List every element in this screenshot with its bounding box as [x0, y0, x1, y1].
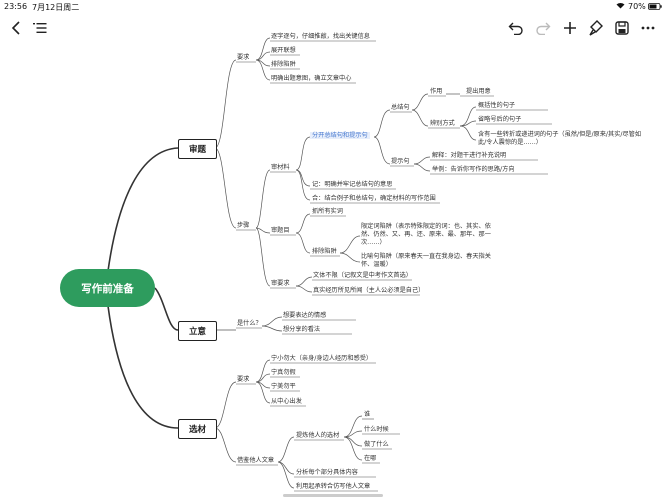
wenti-node[interactable]: 文体不限（记叙文是中考作文首选） — [313, 272, 412, 279]
zhenshi-node[interactable]: 真实经历所见所闻（主人公必须是自己） — [313, 287, 425, 294]
tilian-item[interactable]: 谁 — [364, 411, 371, 418]
bianbie-item[interactable]: 含有一些转折或递进词的句子（虽然/但是/原来/其实/尽管如此/令人震惊的是……） — [478, 131, 642, 146]
back-icon[interactable] — [6, 18, 26, 38]
shencailiao[interactable]: 审材料 — [271, 164, 290, 171]
add-icon[interactable] — [560, 18, 580, 38]
xuancai-req-item[interactable]: 宁真勿假 — [271, 369, 296, 376]
branch-xuancai[interactable]: 选材 — [178, 419, 217, 439]
undo-icon[interactable] — [506, 18, 526, 38]
tilian-item[interactable]: 在哪 — [364, 455, 377, 462]
shenti-yaoqiu[interactable]: 要求 — [237, 54, 250, 61]
more-icon[interactable] — [638, 18, 658, 38]
paichu[interactable]: 排除陷阱 — [312, 248, 337, 255]
tishi-item[interactable]: 举例：告诉你写作的思路/方向 — [432, 166, 515, 173]
shenti-req-item[interactable]: 排除陷阱 — [271, 61, 296, 68]
liyi-shishenme[interactable]: 是什么？ — [237, 320, 262, 327]
tilian-node[interactable]: 提炼他人的选材 — [296, 432, 340, 439]
shentimu[interactable]: 审题目 — [271, 227, 290, 234]
tilian-item[interactable]: 什么时候 — [364, 426, 389, 433]
bianbie-item[interactable]: 概括性的句子 — [478, 102, 516, 109]
highlight-label: 分开总结句和提示句 — [310, 132, 370, 139]
home-indicator[interactable] — [283, 494, 383, 497]
liyi-item[interactable]: 想要表达的情感 — [283, 312, 327, 319]
shenti-req-item[interactable]: 逐字逐句，仔细推敲，找出关键信息 — [271, 33, 370, 40]
xuancai-yaoqiu[interactable]: 要求 — [237, 376, 250, 383]
tishiju[interactable]: 提示句 — [391, 158, 410, 165]
bianbie[interactable]: 辨别方式 — [430, 120, 455, 127]
xuancai-req-item[interactable]: 从中心出发 — [271, 398, 302, 405]
liyong-node[interactable]: 利用起承转合仿写他人文章 — [296, 483, 371, 490]
he-node[interactable]: 合：结合例子和总结句，确定材料的写作范围 — [312, 195, 436, 202]
zhuayou[interactable]: 抓所有实词 — [312, 208, 343, 215]
tilian-item[interactable]: 做了什么 — [364, 441, 389, 448]
shenti-req-item[interactable]: 展开联想 — [271, 47, 296, 54]
branch-shenti[interactable]: 审题 — [178, 139, 217, 159]
shenti-req-item[interactable]: 明确出题意图，确立文章中心 — [271, 75, 352, 82]
status-battery: 70% — [628, 2, 646, 11]
zongjieju[interactable]: 总结句 — [391, 104, 410, 111]
fenxi-node[interactable]: 分析每个部分具体内容 — [296, 469, 358, 476]
status-time: 23:56 — [4, 2, 28, 11]
save-icon[interactable] — [612, 18, 632, 38]
xuancai-req-item[interactable]: 宁小勿大（亲身/身边人经历和感受） — [271, 355, 373, 362]
jiejian-node[interactable]: 借鉴他人文章 — [237, 457, 275, 464]
biyu-node[interactable]: 比喻句陷阱（原来春天一直在我身边、春天指关怀、温暖） — [361, 253, 491, 268]
wifi-icon — [616, 2, 625, 11]
ji-node[interactable]: 记：明确并牢记总结句的意思 — [312, 181, 393, 188]
tishi-item[interactable]: 解释：对题干进行补充说明 — [432, 152, 507, 159]
format-brush-icon[interactable] — [586, 18, 606, 38]
outline-icon[interactable] — [30, 18, 50, 38]
bianbie-item[interactable]: 省略号后的句子 — [478, 116, 522, 123]
shenyaoqiu[interactable]: 审要求 — [271, 280, 290, 287]
root-node[interactable]: 写作前准备 — [60, 269, 155, 307]
liyi-item[interactable]: 想分享的看法 — [283, 326, 321, 333]
battery-icon — [648, 3, 662, 12]
toolbar — [0, 14, 666, 42]
tichuyongyi[interactable]: 提出用意 — [466, 88, 491, 95]
branch-liyi[interactable]: 立意 — [178, 321, 217, 341]
zuoyong[interactable]: 作用 — [430, 88, 443, 95]
shenti-buzhou[interactable]: 步骤 — [237, 222, 250, 229]
status-date: 7月12日周二 — [32, 3, 80, 12]
redo-icon[interactable] — [533, 18, 553, 38]
highlight-node[interactable]: 分开总结句和提示句 — [310, 132, 370, 140]
xuancai-req-item[interactable]: 宁美勿平 — [271, 383, 296, 390]
status-bar: 23:56 7月12日周二 70% — [0, 0, 666, 14]
xianding-node[interactable]: 限定词陷阱（表示特殊限定的词：也、其实、依然、仍然、又、再、还、原来、最、那年、… — [361, 223, 491, 246]
